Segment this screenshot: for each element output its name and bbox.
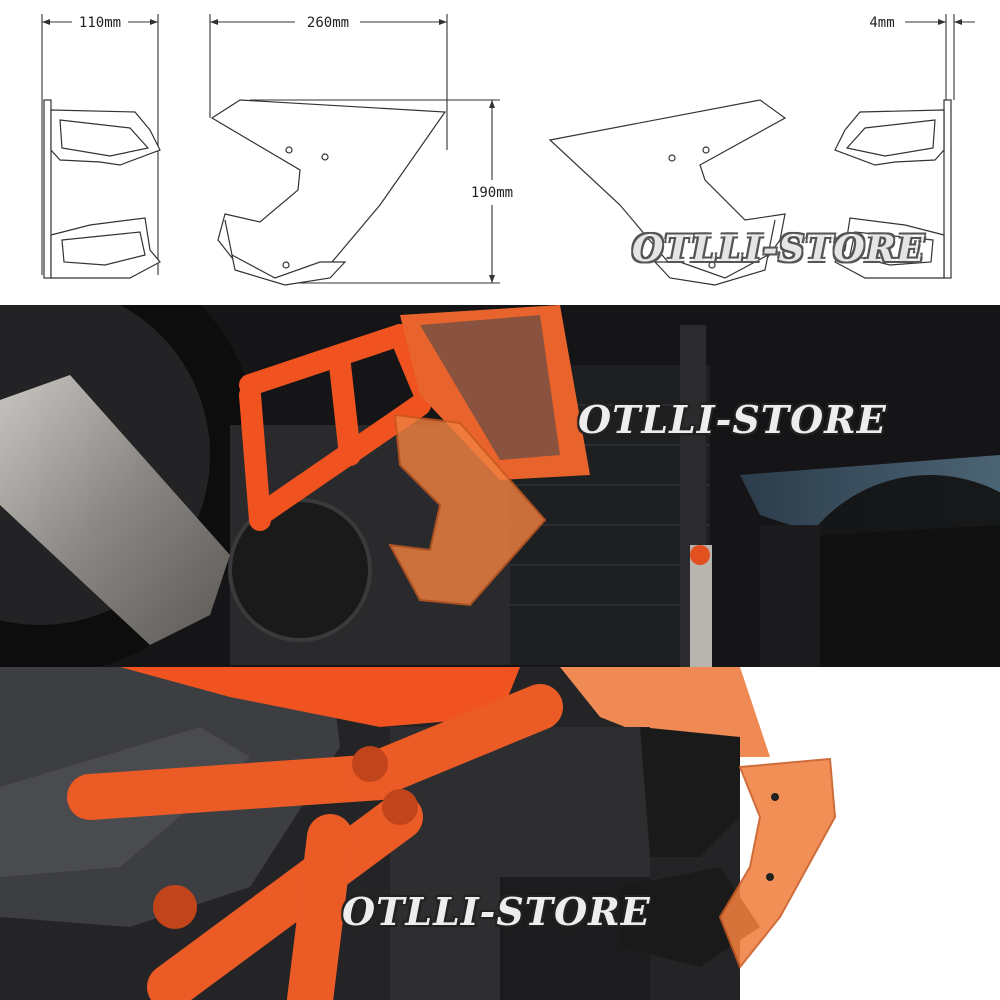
photo-side-svg <box>0 305 1000 667</box>
side-view-right <box>834 99 952 279</box>
width-label: 110mm <box>79 15 121 31</box>
thickness-label: 4mm <box>869 15 894 31</box>
orange-frame-closeup <box>67 684 563 1000</box>
front-view-right <box>548 99 787 286</box>
tank-orange-panel <box>120 667 520 727</box>
watermark-drawing: OTLLI-STORE <box>632 228 926 270</box>
watermark-photo-side: OTLLI-STORE <box>578 397 887 442</box>
exhaust <box>0 375 230 645</box>
front-view-left <box>210 99 447 286</box>
photo-closeup-svg <box>0 667 1000 1000</box>
installed-photo-side: OTLLI-STORE <box>0 305 1000 667</box>
installed-wing-left <box>388 413 547 607</box>
length-label: 260mm <box>307 15 349 31</box>
dimension-drawing: 110mm 260mm 190mm 4mm <box>0 0 1000 305</box>
drawing-svg: 110mm 260mm 190mm 4mm <box>41 14 975 286</box>
mount-bracket <box>640 727 740 857</box>
installed-wing-closeup <box>718 757 837 969</box>
front-tyre <box>780 475 1000 667</box>
orange-shroud <box>560 667 770 757</box>
installed-photo-closeup: OTLLI-STORE <box>0 667 1000 1000</box>
height-label: 190mm <box>471 185 513 201</box>
watermark-photo-closeup: OTLLI-STORE <box>342 889 651 934</box>
side-view-left <box>43 99 161 279</box>
